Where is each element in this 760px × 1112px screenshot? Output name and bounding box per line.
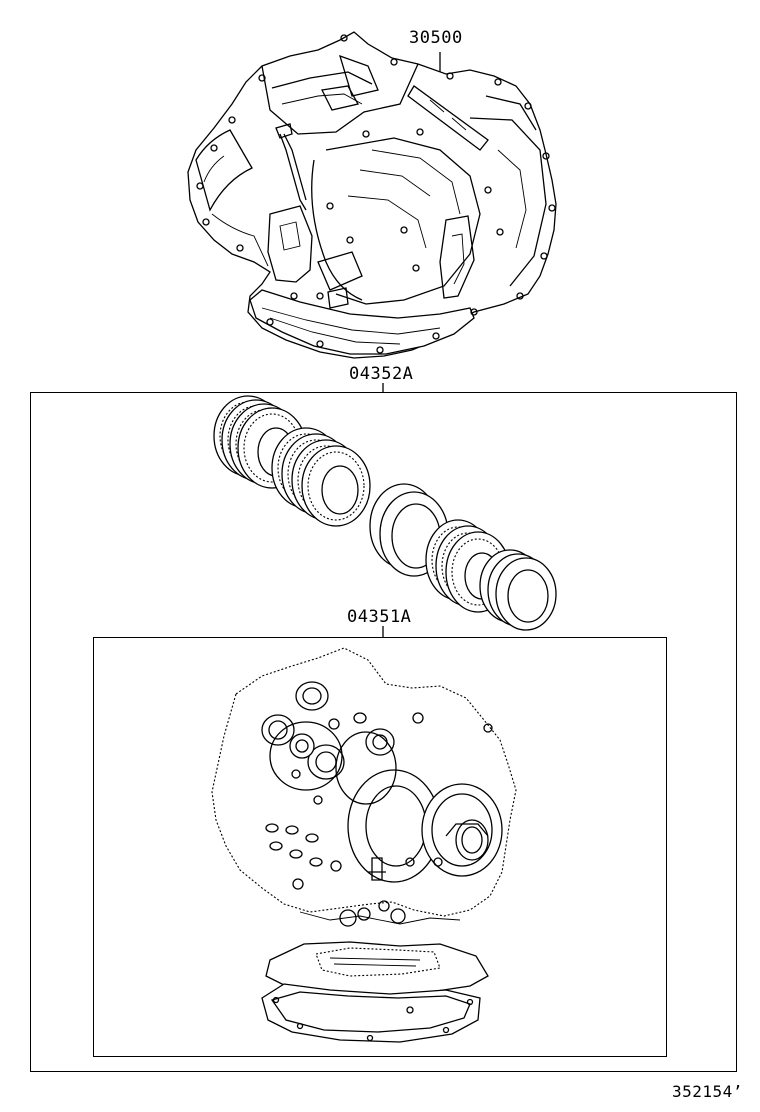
callout-assembly-30500: 30500: [409, 28, 463, 48]
clutch-discs-and-plates-drawing: [213, 395, 557, 631]
gaskets-and-seals-drawing: [211, 647, 517, 1043]
figure-id: 352154’: [672, 1082, 743, 1101]
callout-gasket-kit-04351a: 04351A: [347, 607, 412, 627]
callout-overhaul-kit-04352a: 04352A: [349, 364, 414, 384]
transmission-assembly-drawing: [187, 31, 557, 359]
gasket-kit-frame: [93, 637, 667, 1057]
overhaul-kit-frame: [30, 392, 737, 1072]
